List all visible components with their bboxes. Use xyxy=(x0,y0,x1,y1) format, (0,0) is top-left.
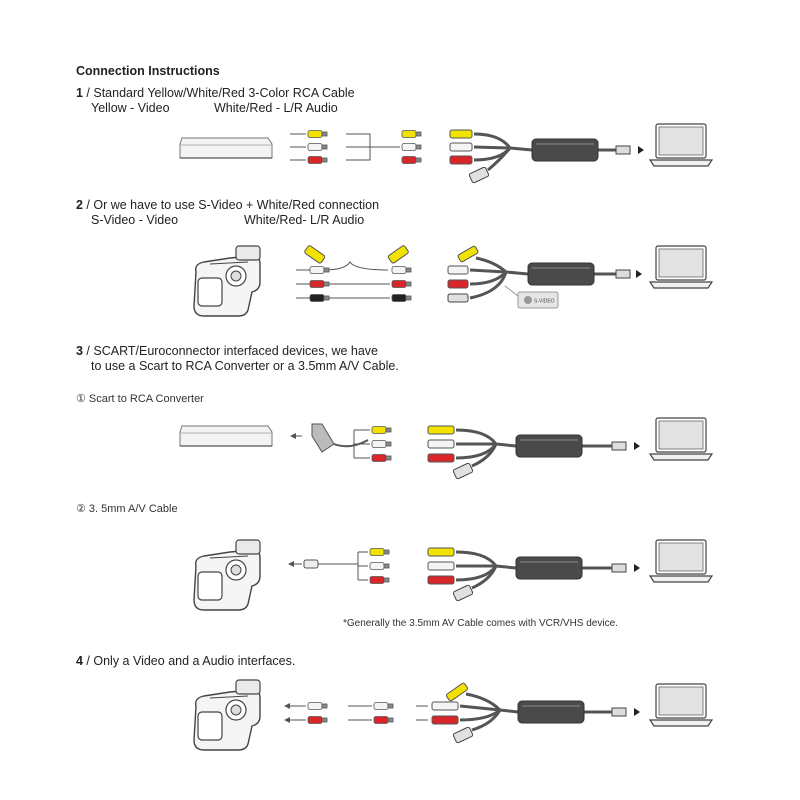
section-1-number: 1 xyxy=(76,86,83,100)
section-3-sub-35mm: ② 3. 5mm A/V Cable xyxy=(76,503,178,515)
diagram-3a xyxy=(179,417,713,480)
diagram-1 xyxy=(179,123,713,184)
section-3-note: *Generally the 3.5mm AV Cable comes with… xyxy=(343,618,618,629)
section-3-heading: 3 / SCART/Euroconnector interfaced devic… xyxy=(76,344,378,359)
section-2-number: 2 xyxy=(76,198,83,212)
section-2-heading-text: / Or we have to use S-Video + White/Red … xyxy=(82,198,380,212)
laptop-icon xyxy=(649,123,713,167)
s-video-chip: S-VIDEO xyxy=(504,285,559,309)
page-title: Connection Instructions xyxy=(76,64,220,78)
dvd-player-icon-2 xyxy=(179,425,273,447)
scart-connector xyxy=(311,423,369,453)
section-3-number: 3 xyxy=(76,344,83,358)
camcorder-icon xyxy=(193,245,261,317)
section-2-video-mapping: S-Video - Video xyxy=(91,213,179,227)
capture-device xyxy=(531,138,599,162)
s-video-chip-label: S-VIDEO xyxy=(534,299,555,305)
section-1-heading-text: / Standard Yellow/White/Red 3-Color RCA … xyxy=(82,86,355,100)
dvd-player-icon xyxy=(179,137,273,159)
camcorder-icon-2 xyxy=(193,539,261,611)
section-4-heading-text: / Only a Video and a Audio interfaces. xyxy=(82,654,296,668)
section-2-audio-mapping: White/Red- L/R Audio xyxy=(244,213,365,227)
section-4-number: 4 xyxy=(76,654,83,668)
section-2-heading: 2 / Or we have to use S-Video + White/Re… xyxy=(76,198,379,213)
camcorder-icon-3 xyxy=(193,679,261,751)
diagram-4 xyxy=(193,679,713,751)
section-1-audio-mapping: White/Red - L/R Audio xyxy=(214,101,338,115)
section-4-heading: 4 / Only a Video and a Audio interfaces. xyxy=(76,654,295,669)
rca-jacks-capture xyxy=(449,129,490,184)
diagram-3b xyxy=(193,539,713,611)
section-3-heading-text: / SCART/Euroconnector interfaced devices… xyxy=(82,344,379,358)
section-1-heading: 1 / Standard Yellow/White/Red 3-Color RC… xyxy=(76,86,355,101)
section-1-video-mapping: Yellow - Video xyxy=(91,101,170,115)
section-3-sub-scart: ① Scart to RCA Converter xyxy=(76,393,204,405)
diagram-2: S-VIDEO xyxy=(193,245,713,317)
section-3-heading-line2: to use a Scart to RCA Converter or a 3.5… xyxy=(91,359,399,373)
